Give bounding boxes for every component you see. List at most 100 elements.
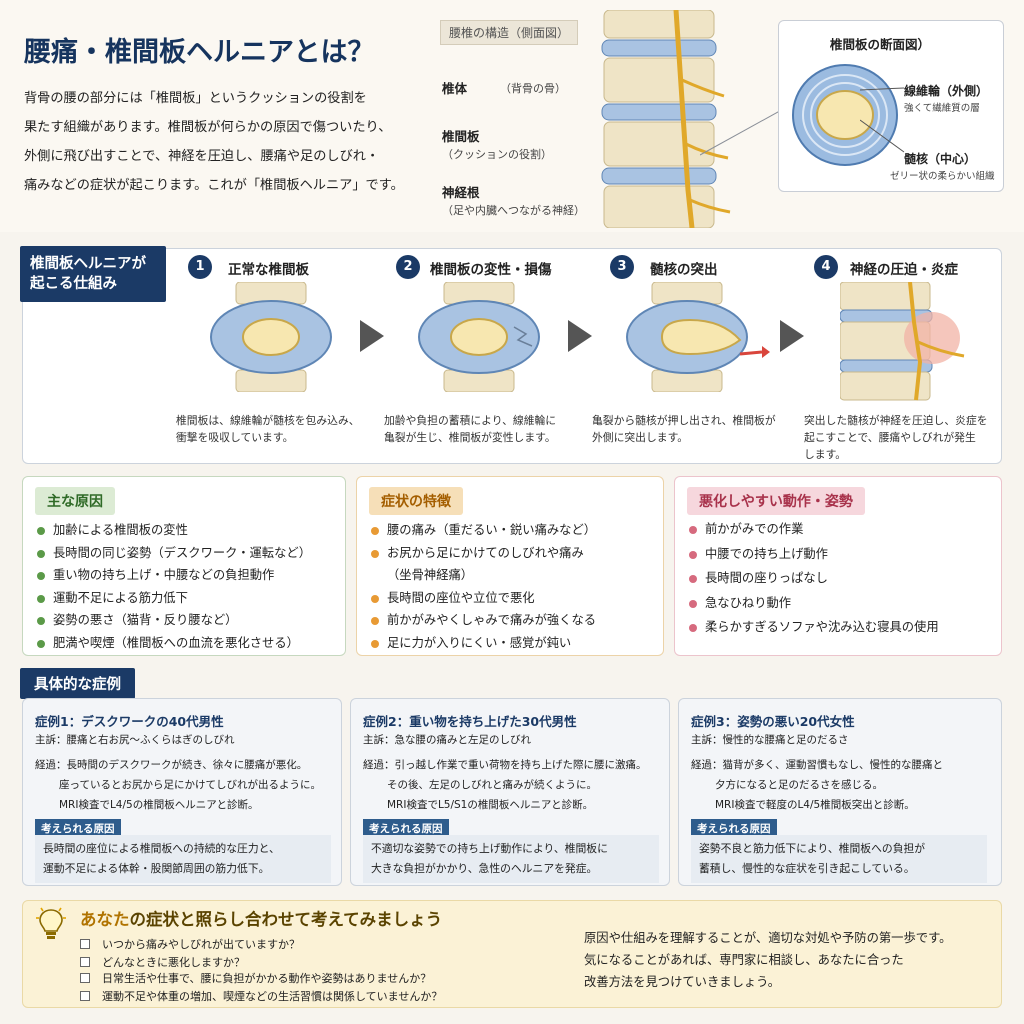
cross-section-pointers xyxy=(860,87,905,153)
bullet-icon xyxy=(37,639,45,648)
case-progress-line: 経過：猫背が多く、運動習慣もなし、慢性的な腰痛と xyxy=(691,759,943,771)
lumbar-spine-illustration xyxy=(601,10,731,228)
bullet-icon xyxy=(689,624,697,632)
symptom-text: 長時間の座位や立位で悪化 xyxy=(387,590,535,605)
bullet-icon xyxy=(689,550,697,559)
checklist-item[interactable]: 運動不足や体重の増加、喫煙などの生活習慣は関係していませんか？ xyxy=(80,988,442,1004)
nucleus-label: 髄核（中心） xyxy=(904,152,977,166)
list-item: 運動不足による筋力低下 xyxy=(37,587,311,610)
list-item: 前かがみでの作業 xyxy=(689,517,939,542)
symptom-text: 腰の痛み（重だるい・鋭い痛みなど） xyxy=(387,523,597,537)
causes-panel: 主な原因 加齢による椎間板の変性 長時間の同じ姿勢（デスクワーク・運転など） 重… xyxy=(22,476,346,656)
list-item: 中腰での持ち上げ動作 xyxy=(689,542,939,567)
step-3-description: 亀裂から髄核が押し出され、椎間板が 外側に突出します。 xyxy=(592,412,776,446)
step-3-title: 髄核の突出 xyxy=(650,262,718,278)
checklist-item[interactable]: どんなときに悪化しますか？ xyxy=(80,954,245,970)
case-cause-text: 長時間の座位による椎間板への持続的な圧力と、 運動不足による体幹・股関節周囲の筋… xyxy=(35,835,331,883)
advice-line: 原因や仕組みを理解することが、適切な対処や予防の第一歩です。 xyxy=(584,931,952,945)
bullet-icon xyxy=(689,526,697,534)
lightbulb-icon xyxy=(36,907,66,939)
step-4-desc-line: 突出した髄核が神経を圧迫し、炎症を xyxy=(804,414,988,427)
step-2-description: 加齢や負担の蓄積により、線維輪に 亀裂が生じ、椎間板が変性します。 xyxy=(384,412,556,446)
checklist-text: どんなときに悪化しますか？ xyxy=(102,956,245,969)
case-progress-line: その後、左足のしびれと痛みが続くように。 xyxy=(387,779,597,791)
checklist-item[interactable]: 日常生活や仕事で、腰に負担がかかる動作や姿勢はありませんか？ xyxy=(80,970,431,986)
mechanism-heading-line: 起こる仕組み xyxy=(30,276,117,292)
checkbox[interactable] xyxy=(80,957,90,967)
intro-line: 外側に飛び出すことで、神経を圧迫し、腰痛や足のしびれ・ xyxy=(24,149,380,164)
cause-text: 運動不足による筋力低下 xyxy=(53,590,188,605)
cause-text: 肥満や喫煙（椎間板への血流を悪化させる） xyxy=(53,635,299,650)
case-cause-label: 考えられる原因 xyxy=(363,819,449,838)
case-title: 症例1：デスクワークの40代男性 xyxy=(35,714,224,729)
cause-text: 加齢による椎間板の変性 xyxy=(53,523,188,537)
step-4-number: 4 xyxy=(814,255,838,279)
case-card: 症例3：姿勢の悪い20代女性 主訴：慢性的な腰痛と足のだるさ 経過：猫背が多く、… xyxy=(678,698,1002,886)
nerve-compression-illustration xyxy=(840,282,965,401)
vertebra-sublabel: （背骨の骨） xyxy=(500,82,566,95)
bullet-icon xyxy=(689,599,697,608)
case-complaint: 主訴：急な腰の痛みと左足のしびれ xyxy=(363,734,531,746)
self-check-panel xyxy=(22,900,1002,1008)
risk-postures-heading: 悪化しやすい動作・姿勢 xyxy=(687,487,865,515)
intro-text: 背骨の腰の部分には「椎間板」というクッションの役割を 果たす組織があります。椎間… xyxy=(24,84,424,200)
list-item: 腰の痛み（重だるい・鋭い痛みなど） xyxy=(371,519,596,542)
annulus-sublabel: 強くて繊維質の層 xyxy=(904,103,980,114)
case-cause-text: 不適切な姿勢での持ち上げ動作により、椎間板に 大きな負担がかかり、急性のヘルニア… xyxy=(363,835,659,883)
list-item: 加齢による椎間板の変性 xyxy=(37,519,311,542)
intro-line: 痛みなどの症状が起こります。これが「椎間板ヘルニア」です。 xyxy=(24,178,404,193)
step-3-number: 3 xyxy=(610,255,634,279)
vertebra-label: 椎体 xyxy=(442,81,468,96)
step-3-desc-line: 外側に突出します。 xyxy=(592,431,689,444)
list-item: 重い物の持ち上げ・中腰などの負担動作 xyxy=(37,564,311,587)
step-4-title: 神経の圧迫・炎症 xyxy=(850,262,958,278)
case-cause-label: 考えられる原因 xyxy=(35,819,121,838)
disc-cross-section-title: 椎間板の断面図） xyxy=(830,37,931,52)
disc-label: 椎間板 xyxy=(442,129,480,144)
list-item: 長時間の座位や立位で悪化 xyxy=(371,587,596,610)
spine-figure-title: 腰椎の構造（側面図） xyxy=(440,20,579,45)
degenerated-disc-illustration xyxy=(418,282,540,392)
checklist-text: 運動不足や体重の増加、喫煙などの生活習慣は関係していませんか？ xyxy=(102,990,443,1003)
case-cause-line: 不適切な姿勢での持ち上げ動作により、椎間板に xyxy=(371,842,608,855)
list-item: 前かがみやくしゃみで痛みが強くなる xyxy=(371,609,596,632)
nucleus-sublabel: ゼリー状の柔らかい組織 xyxy=(890,171,995,182)
step-2-number: 2 xyxy=(396,255,420,279)
case-complaint: 主訴：慢性的な腰痛と足のだるさ xyxy=(691,734,849,746)
risk-text: 柔らかすぎるソファや沈み込む寝具の使用 xyxy=(705,620,939,634)
case-progress-line: MRI検査でL5/S1の椎間板ヘルニアと診断。 xyxy=(387,799,594,811)
case-cause-label: 考えられる原因 xyxy=(691,819,777,838)
checkbox[interactable] xyxy=(80,939,90,949)
case-cause-line: 姿勢不良と筋力低下により、椎間板への負担が xyxy=(699,842,926,855)
checkbox[interactable] xyxy=(80,973,90,983)
step-4-desc-line: 起こすことで、腰痛やしびれが発生 xyxy=(804,431,976,444)
risk-postures-list: 前かがみでの作業 中腰での持ち上げ動作 長時間の座りっぱなし 急なひねり動作 柔… xyxy=(689,517,939,640)
case-progress-line: 経過：引っ越し作業で重い荷物を持ち上げた際に腰に激痛。 xyxy=(363,759,647,771)
page-title: 腰痛・椎間板ヘルニアとは？ xyxy=(24,37,375,68)
cause-text: 姿勢の悪さ（猫背・反り腰など） xyxy=(53,613,238,627)
nerve-root-label: 神経根 xyxy=(442,185,480,200)
bullet-icon xyxy=(37,527,45,535)
disc-sublabel: （クッションの役割） xyxy=(442,148,552,161)
intro-line: 背骨の腰の部分には「椎間板」というクッションの役割を xyxy=(24,91,367,106)
step-4-description: 突出した髄核が神経を圧迫し、炎症を 起こすことで、腰痛やしびれが発生 します。 xyxy=(804,412,988,463)
case-progress-line: 夕方になると足のだるさを感じる。 xyxy=(715,779,883,791)
list-item: 長時間の同じ姿勢（デスクワーク・運転など） xyxy=(37,542,311,565)
bullet-icon xyxy=(37,594,45,603)
symptom-text: 足に力が入りにくい・感覚が鈍い xyxy=(387,635,572,650)
cause-text: 長時間の同じ姿勢（デスクワーク・運転など） xyxy=(53,545,311,560)
self-check-title-highlight: あなた xyxy=(80,910,130,929)
checklist-text: いつから痛みやしびれが出ていますか？ xyxy=(102,938,300,951)
arrow-right-icon xyxy=(568,320,592,352)
bullet-icon xyxy=(37,617,45,625)
case-card: 症例2：重い物を持ち上げた30代男性 主訴：急な腰の痛みと左足のしびれ 経過：引… xyxy=(350,698,670,886)
checklist-item[interactable]: いつから痛みやしびれが出ていますか？ xyxy=(80,936,300,952)
nerve-root-sublabel: （足や内臓へつながる神経） xyxy=(442,204,585,217)
list-item: 姿勢の悪さ（猫背・反り腰など） xyxy=(37,609,311,632)
self-check-title-rest: の症状と照らし合わせて考えてみましょう xyxy=(129,910,443,929)
list-item: 足に力が入りにくい・感覚が鈍い xyxy=(371,632,596,655)
checkbox[interactable] xyxy=(80,991,90,1001)
step-3-desc-line: 亀裂から髄核が押し出され、椎間板が xyxy=(592,414,776,427)
normal-disc-illustration xyxy=(210,282,332,392)
bullet-icon xyxy=(37,549,45,558)
